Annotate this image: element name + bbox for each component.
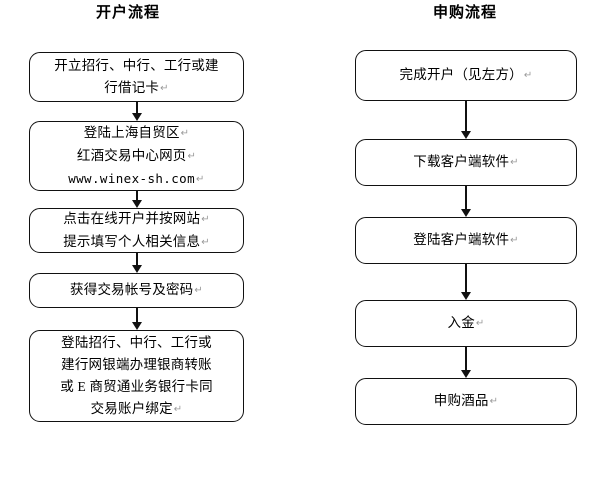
flow-node-line: 或 E 商贸通业务银行卡同 [60, 378, 213, 394]
flow-node-line: www.winex-sh.com↵ [68, 170, 205, 186]
flow-arrow-download-client-to-login-client [456, 186, 476, 217]
flow-node-line: 完成开户（见左方）↵ [399, 67, 533, 82]
flow-node-label: 登陆招行、中行、工行或建行网银端办理银商转账或 E 商贸通业务银行卡同交易账户绑… [36, 332, 237, 421]
flow-node-open-debit-card: 开立招行、中行、工行或建行借记卡↵ [29, 52, 244, 102]
flow-node-download-client: 下载客户端软件↵ [355, 139, 577, 186]
arrow-head-icon [131, 322, 142, 330]
arrow-head-icon [131, 200, 142, 208]
paragraph-return-icon: ↵ [489, 396, 499, 407]
arrow-head-icon [461, 370, 471, 378]
arrow-head-icon [461, 131, 471, 139]
flow-node-label: 申购酒品↵ [362, 390, 570, 413]
flow-node-line: 下载客户端软件↵ [413, 154, 519, 169]
arrow-shaft [465, 264, 467, 293]
flow-node-deposit-funds: 入金↵ [355, 300, 577, 347]
flow-arrow-get-account-password-to-bind-bank-card [127, 308, 147, 330]
paragraph-return-icon: ↵ [187, 150, 197, 162]
flow-node-finish-account-opening: 完成开户（见左方）↵ [355, 50, 577, 101]
flow-node-line: 红酒交易中心网页↵ [76, 147, 197, 163]
flow-arrow-deposit-funds-to-subscribe-wine [456, 347, 476, 378]
paragraph-return-icon: ↵ [194, 285, 203, 296]
paragraph-return-icon: ↵ [510, 235, 519, 246]
paragraph-return-icon: ↵ [510, 157, 519, 168]
paragraph-return-icon: ↵ [201, 213, 210, 225]
arrow-shaft [135, 253, 138, 266]
flow-node-line: 建行网银端办理银商转账 [61, 356, 212, 372]
flow-node-visit-website: 登陆上海自贸区↵ 红酒交易中心网页↵ www.winex-sh.com↵ [29, 121, 244, 191]
flow-node-label: 点击在线开户并按网站↵ 提示填写个人相关信息↵ [36, 208, 237, 254]
flow-node-line: 申购酒品↵ [433, 393, 499, 408]
flow-arrow-open-debit-card-to-visit-website [127, 102, 147, 121]
flow-node-label: 登陆客户端软件↵ [362, 229, 570, 252]
arrow-head-icon [461, 292, 471, 300]
paragraph-return-icon: ↵ [173, 403, 183, 415]
arrow-head-icon [461, 209, 471, 217]
flow-node-label: 获得交易帐号及密码↵ [36, 279, 237, 302]
arrow-shaft [465, 347, 467, 371]
flow-node-label: 登陆上海自贸区↵ 红酒交易中心网页↵ www.winex-sh.com↵ [36, 122, 237, 191]
flow-node-bind-bank-card: 登陆招行、中行、工行或建行网银端办理银商转账或 E 商贸通业务银行卡同交易账户绑… [29, 330, 244, 422]
column-title-subscription: 申购流程 [432, 5, 497, 21]
flow-node-line: 交易账户绑定↵ [90, 400, 183, 416]
column-title-account-opening: 开户流程 [95, 5, 160, 21]
arrow-shaft [135, 308, 138, 323]
flow-node-label: 完成开户（见左方）↵ [362, 64, 570, 87]
flow-node-line: 登陆招行、中行、工行或 [61, 334, 212, 350]
flow-node-line: 行借记卡↵ [104, 79, 169, 95]
flow-arrow-fill-personal-info-to-get-account-password [127, 253, 147, 273]
flow-arrow-login-client-to-deposit-funds [456, 264, 476, 300]
paragraph-return-icon: ↵ [196, 173, 205, 185]
flow-node-label: 入金↵ [362, 312, 570, 335]
flow-node-line: 登陆客户端软件↵ [413, 232, 519, 247]
flow-node-line: 获得交易帐号及密码↵ [70, 282, 203, 297]
paragraph-return-icon: ↵ [180, 127, 190, 139]
flow-node-label: 开立招行、中行、工行或建行借记卡↵ [36, 55, 237, 100]
flow-node-line: 开立招行、中行、工行或建 [54, 57, 219, 73]
flow-arrow-visit-website-to-fill-personal-info [127, 191, 147, 208]
flow-node-line: 点击在线开户并按网站↵ [63, 210, 210, 226]
flow-node-line: 提示填写个人相关信息↵ [63, 233, 210, 249]
flow-node-subscribe-wine: 申购酒品↵ [355, 378, 577, 425]
arrow-shaft [135, 102, 138, 114]
paragraph-return-icon: ↵ [475, 318, 485, 329]
arrow-shaft [135, 191, 138, 201]
paragraph-return-icon: ↵ [201, 236, 210, 248]
paragraph-return-icon: ↵ [523, 70, 533, 81]
flow-node-line: 登陆上海自贸区↵ [83, 124, 190, 140]
flow-node-label: 下载客户端软件↵ [362, 151, 570, 174]
flow-node-line: 入金↵ [447, 315, 485, 330]
flow-node-login-client: 登陆客户端软件↵ [355, 217, 577, 264]
paragraph-return-icon: ↵ [160, 82, 169, 94]
arrow-head-icon [131, 265, 142, 273]
flow-node-get-account-password: 获得交易帐号及密码↵ [29, 273, 244, 308]
flow-arrow-finish-account-opening-to-download-client [456, 101, 476, 139]
arrow-head-icon [131, 113, 142, 121]
arrow-shaft [465, 186, 467, 210]
flow-node-fill-personal-info: 点击在线开户并按网站↵ 提示填写个人相关信息↵ [29, 208, 244, 253]
arrow-shaft [465, 101, 467, 132]
